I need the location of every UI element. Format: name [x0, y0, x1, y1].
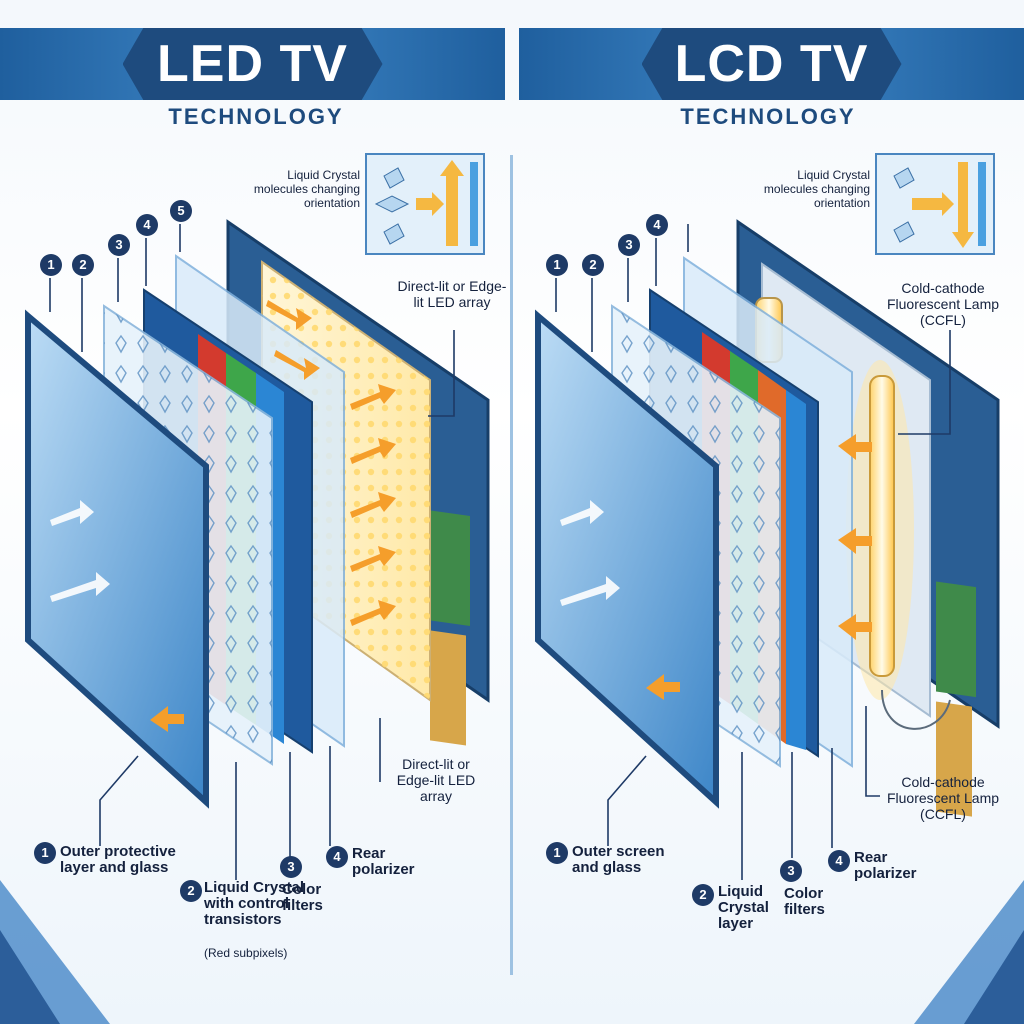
lcd-layer-number-1: 1 — [546, 254, 568, 276]
led-callout-2-note: (Red subpixels) — [204, 946, 314, 960]
led-callout-3-text: Color filters — [282, 882, 338, 914]
lcd-inset-crystal-orientation — [876, 154, 994, 254]
corner-decoration-left — [0, 880, 110, 1024]
lcd-callout-number-3: 3 — [780, 860, 802, 882]
lcd-lamp-label-bottom: Cold-cathode Fluorescent Lamp (CCFL) — [884, 774, 1002, 822]
corner-decoration-right — [914, 880, 1024, 1024]
led-layer-number-2: 2 — [72, 254, 94, 276]
led-power-board — [430, 630, 466, 745]
led-layer-number-1: 1 — [40, 254, 62, 276]
led-inset-crystal-orientation — [366, 154, 484, 254]
led-callout-1-text: Outer protective layer and glass — [60, 844, 200, 876]
lcd-layer-number-3: 3 — [618, 234, 640, 256]
lcd-callout-number-1: 1 — [546, 842, 568, 864]
lcd-callout-2-text: Liquid Crystal layer — [718, 884, 778, 932]
led-callout-number-2: 2 — [180, 880, 202, 902]
led-callout-number-4: 4 — [326, 846, 348, 868]
led-callout-4-text: Rear polarizer — [352, 846, 422, 878]
led-backlight-label-top: Direct-lit or Edge-lit LED array — [396, 278, 508, 310]
lcd-callout-number-2: 2 — [692, 884, 714, 906]
lcd-callout-4-text: Rear polarizer — [854, 850, 924, 882]
lcd-callout-1-text: Outer screen and glass — [572, 844, 682, 876]
led-inset-label: Liquid Crystal molecules changing orient… — [230, 168, 360, 210]
lcd-callout-number-4: 4 — [828, 850, 850, 872]
lcd-layer-number-4: 4 — [646, 214, 668, 236]
led-layer-number-3: 3 — [108, 234, 130, 256]
led-layer-number-4: 4 — [136, 214, 158, 236]
lcd-callout-3-text: Color filters — [784, 886, 840, 918]
lcd-layer-number-2: 2 — [582, 254, 604, 276]
lcd-lamp-label-top: Cold-cathode Fluorescent Lamp (CCFL) — [884, 280, 1002, 328]
led-circuit-board — [430, 510, 470, 626]
lcd-inset-label: Liquid Crystal molecules changing orient… — [740, 168, 870, 210]
led-callout-number-3: 3 — [280, 856, 302, 878]
led-backlight-label-bottom: Direct-lit or Edge-lit LED array — [388, 756, 484, 804]
led-layer-number-5: 5 — [170, 200, 192, 222]
lcd-ccfl-lamp — [870, 376, 894, 676]
lcd-circuit-board — [936, 582, 976, 698]
led-callout-number-1: 1 — [34, 842, 56, 864]
